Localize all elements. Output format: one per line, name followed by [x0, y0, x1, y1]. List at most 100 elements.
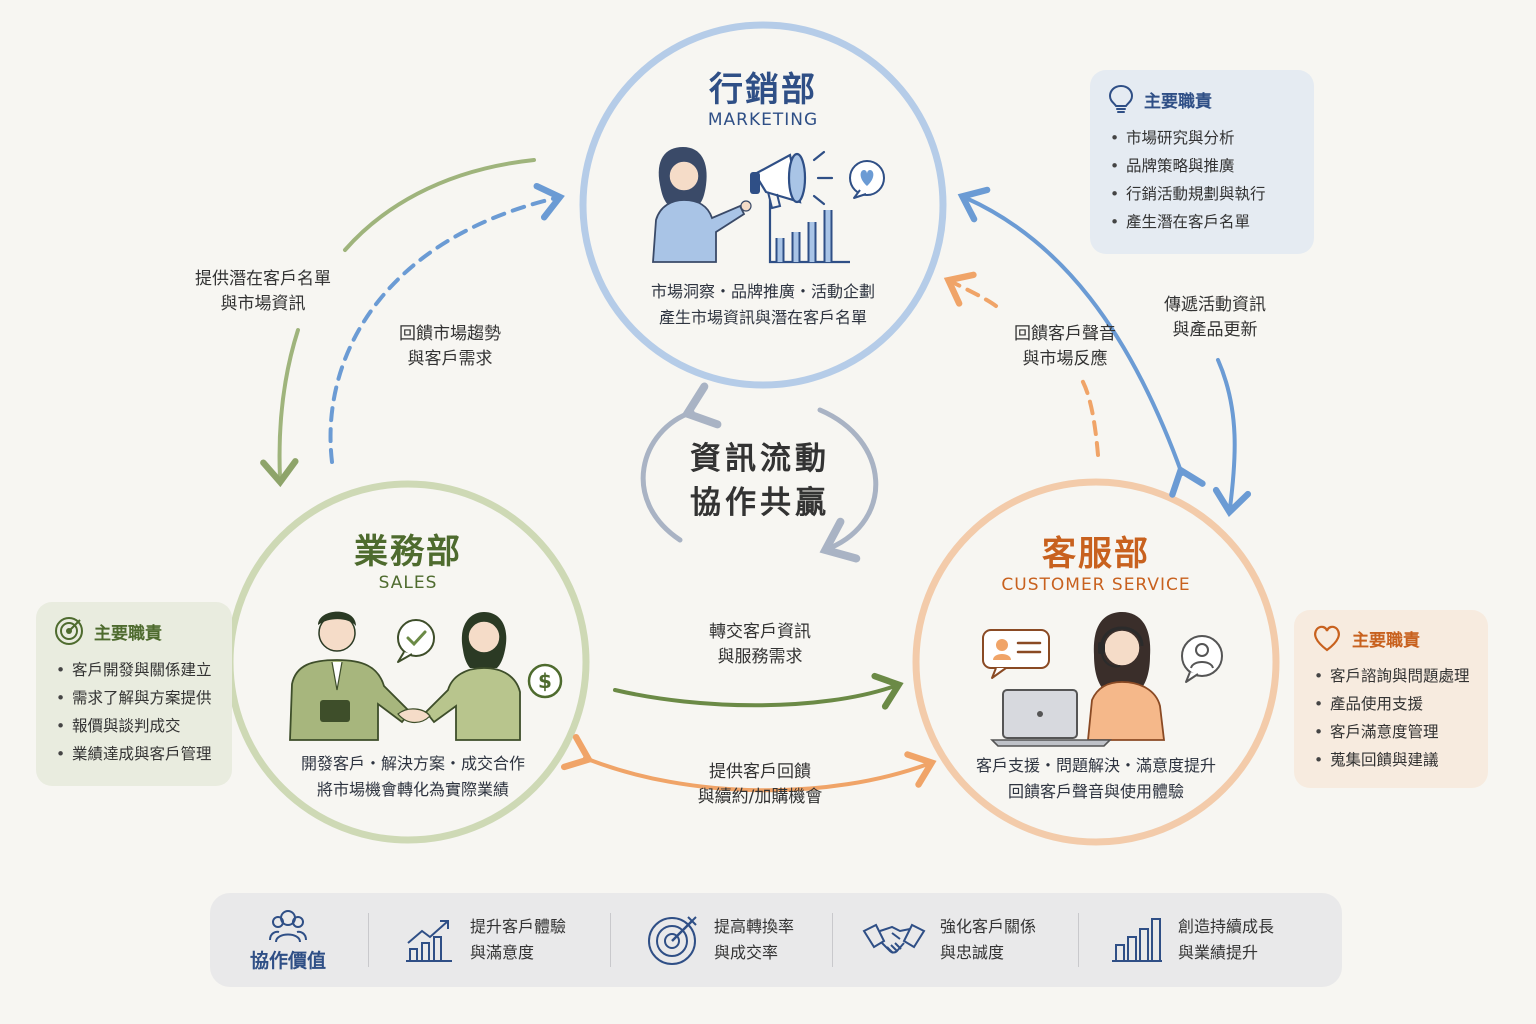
arrow-marketing-to-sales-upper [343, 158, 536, 252]
growth-chart-icon [406, 920, 452, 962]
value-text: 提升客戶體驗 與滿意度 [470, 914, 566, 966]
list-item: 產品使用支援 [1312, 690, 1470, 718]
flow-line: 與服務需求 [717, 647, 803, 667]
flow-label-marketing-to-service: 傳遞活動資訊 與產品更新 [1135, 293, 1295, 343]
flow-line: 轉交客戶資訊 [709, 622, 811, 642]
card-title: 主要職責 [1352, 630, 1420, 651]
flow-line: 回饋市場趨勢 [399, 324, 501, 344]
divider [610, 913, 611, 967]
flow-line: 提供潛在客戶名單 [195, 269, 331, 289]
sales-subtitle: SALES [378, 573, 438, 593]
value-item: 提升客戶體驗 與滿意度 [402, 893, 566, 987]
team-icon [269, 909, 307, 942]
values-title-block: 協作價值 [250, 893, 326, 987]
sales-desc-line1: 開發客戶・解決方案・成交合作 [300, 754, 525, 773]
marketing-desc-line1: 市場洞察・品牌推廣・活動企劃 [650, 282, 875, 301]
collaboration-values-bar: 協作價值 提升客戶體驗 與滿意度 提高轉換率 與成交率 [210, 893, 1342, 987]
value-line: 提升客戶體驗 [470, 917, 567, 936]
list-item: 蒐集回饋與建議 [1312, 746, 1470, 774]
value-text: 提高轉換率 與成交率 [714, 914, 794, 966]
sales-illustration: $ [289, 611, 563, 741]
flow-label-service-to-sales: 提供客戶回饋 與續約/加購機會 [670, 760, 850, 810]
list-item: 報價與談判成交 [54, 712, 214, 740]
sales-responsibilities-card: 主要職責 客戶開發與關係建立 需求了解與方案提供 報價與談判成交 業績達成與客戶… [36, 602, 232, 786]
target-icon [55, 617, 83, 645]
card-title: 主要職責 [94, 623, 162, 644]
service-title: 客服部 [1042, 534, 1150, 574]
service-responsibilities-card: 主要職責 客戶諮詢與問題處理 產品使用支援 客戶滿意度管理 蒐集回饋與建議 [1294, 610, 1488, 788]
service-description: 客戶支援・問題解決・滿意度提升 回饋客戶聲音與使用體驗 [941, 753, 1251, 805]
marketing-responsibilities-card: 主要職責 市場研究與分析 品牌策略與推廣 行銷活動規劃與執行 產生潛在客戶名單 [1090, 70, 1314, 254]
value-line: 與業績提升 [1178, 943, 1259, 962]
sales-title: 業務部 [354, 532, 462, 572]
handshake-icon [862, 923, 926, 954]
list-item: 客戶開發與關係建立 [54, 656, 214, 684]
list-item: 客戶諮詢與問題處理 [1312, 662, 1470, 690]
responsibility-list: 客戶諮詢與問題處理 產品使用支援 客戶滿意度管理 蒐集回饋與建議 [1312, 662, 1470, 774]
arrow-service-to-marketing [1080, 378, 1100, 457]
value-text: 創造持續成長 與業績提升 [1178, 914, 1274, 966]
flow-line: 與客戶需求 [407, 349, 493, 369]
service-subtitle: CUSTOMER SERVICE [1001, 575, 1191, 595]
heart-icon [1314, 625, 1340, 652]
arrow-sales-to-marketing [328, 182, 565, 464]
target-icon [648, 916, 697, 965]
responsibility-list: 市場研究與分析 品牌策略與推廣 行銷活動規劃與執行 產生潛在客戶名單 [1108, 124, 1296, 236]
marketing-illustration [652, 147, 885, 264]
list-item: 客戶滿意度管理 [1312, 718, 1470, 746]
value-line: 提高轉換率 [714, 917, 795, 936]
arrow-service-to-marketing-blue [957, 186, 1206, 498]
divider [368, 913, 369, 967]
flow-line: 與市場資訊 [220, 294, 306, 314]
arrow-sales-to-service [613, 672, 904, 710]
values-title: 協作價值 [250, 949, 327, 972]
responsibility-list: 客戶開發與關係建立 需求了解與方案提供 報價與談判成交 業績達成與客戶管理 [54, 656, 214, 768]
list-item: 產生潛在客戶名單 [1108, 208, 1296, 236]
lightbulb-icon [1108, 84, 1134, 113]
value-line: 與滿意度 [470, 943, 535, 962]
service-desc-line2: 回饋客戶聲音與使用體驗 [1007, 782, 1184, 801]
value-line: 強化客戶關係 [940, 917, 1037, 936]
service-illustration [982, 612, 1223, 747]
center-cycle-right [817, 407, 879, 563]
list-item: 品牌策略與推廣 [1108, 152, 1296, 180]
flow-line: 回饋客戶聲音 [1014, 324, 1116, 344]
divider [1078, 913, 1079, 967]
list-item: 業績達成與客戶管理 [54, 740, 214, 768]
bar-chart-icon [1112, 918, 1162, 962]
flow-line: 與產品更新 [1172, 320, 1258, 340]
card-header: 主要職責 [54, 616, 214, 646]
marketing-subtitle: MARKETING [707, 110, 819, 130]
flow-line: 傳遞活動資訊 [1164, 295, 1266, 315]
arrow-marketing-to-sales [260, 328, 300, 488]
center-cycle-left [640, 382, 722, 543]
service-desc-line1: 客戶支援・問題解決・滿意度提升 [975, 756, 1216, 775]
sales-desc-line2: 將市場機會轉化為實際業績 [316, 780, 509, 799]
list-item: 行銷活動規劃與執行 [1108, 180, 1296, 208]
flow-line: 提供客戶回饋 [709, 762, 811, 782]
svg-text:$: $ [538, 669, 552, 693]
flow-label-marketing-to-sales: 提供潛在客戶名單 與市場資訊 [168, 267, 358, 317]
value-item: 提高轉換率 與成交率 [646, 893, 794, 987]
center-line1: 資訊流動 [690, 441, 830, 477]
value-item: 強化客戶關係 與忠誠度 [862, 893, 1036, 987]
list-item: 市場研究與分析 [1108, 124, 1296, 152]
flow-label-service-to-marketing: 回饋客戶聲音 與市場反應 [985, 322, 1145, 372]
arrow-service-to-sales [561, 734, 937, 793]
value-item: 創造持續成長 與業績提升 [1110, 893, 1274, 987]
marketing-desc-line2: 產生市場資訊與潛在客戶名單 [658, 308, 867, 327]
divider [832, 913, 833, 967]
card-title: 主要職責 [1144, 91, 1212, 112]
marketing-title: 行銷部 [709, 70, 817, 110]
marketing-ring [579, 21, 947, 389]
flow-line: 與續約/加購機會 [697, 787, 823, 807]
arrow-marketing-to-service [1212, 358, 1252, 518]
value-line: 與成交率 [714, 943, 779, 962]
flow-label-sales-to-service: 轉交客戶資訊 與服務需求 [680, 620, 840, 670]
center-message: 資訊流動 協作共贏 [660, 437, 860, 525]
card-header: 主要職責 [1108, 84, 1296, 114]
flow-label-sales-to-marketing: 回饋市場趨勢 與客戶需求 [370, 322, 530, 372]
marketing-description: 市場洞察・品牌推廣・活動企劃 產生市場資訊與潛在客戶名單 [613, 279, 913, 331]
value-line: 創造持續成長 [1178, 917, 1275, 936]
